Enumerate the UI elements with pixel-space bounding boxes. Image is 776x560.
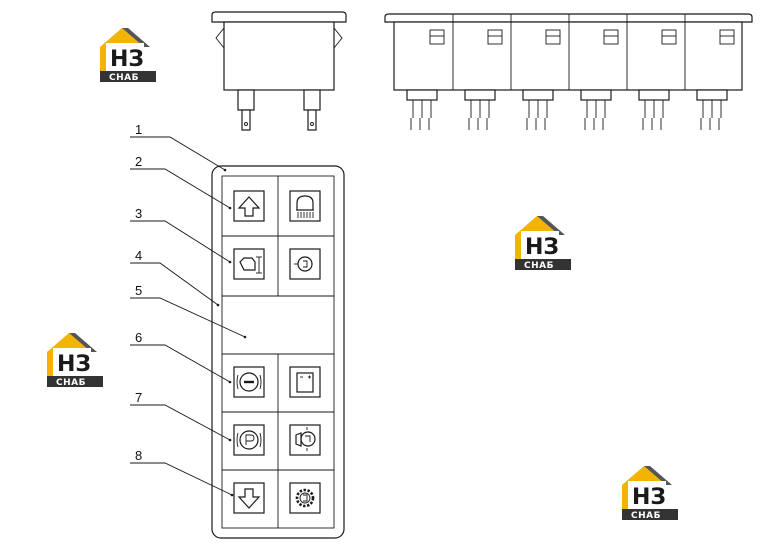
callout-7: 7 — [135, 390, 142, 405]
callout-4: 4 — [135, 248, 142, 263]
logo-middle-left: НЗ СНАБ — [47, 333, 103, 388]
switch-panel-front — [211, 165, 345, 539]
leader-dots — [216, 168, 247, 497]
logo-mark-text: НЗ — [110, 47, 144, 72]
switch-side-view — [211, 11, 347, 131]
callout-3: 3 — [135, 206, 142, 221]
callout-1: 1 — [135, 122, 142, 137]
arrow-down-icon — [233, 482, 265, 514]
gear-oil-icon — [289, 482, 321, 514]
headlight-icon — [289, 248, 321, 280]
callout-6: 6 — [135, 330, 142, 345]
logo-middle-right: НЗ СНАБ — [515, 216, 571, 271]
switch-row-side-view — [384, 13, 753, 130]
arrow-up-icon — [233, 190, 265, 222]
work-light-icon — [289, 190, 321, 222]
callout-5: 5 — [135, 283, 142, 298]
logo-mark-text: НЗ — [525, 235, 559, 260]
callout-2: 2 — [135, 154, 142, 169]
logo-mark-text: НЗ — [57, 352, 91, 377]
parking-brake-icon — [233, 424, 265, 456]
leader-lines — [130, 136, 246, 496]
logo-top-left: НЗ СНАБ — [100, 28, 156, 83]
logo-bottom-text: СНАБ — [631, 511, 661, 521]
logo-bottom-text: СНАБ — [524, 261, 554, 271]
fuel-filter-icon — [289, 424, 321, 456]
logo-bottom-text: СНАБ — [109, 73, 139, 83]
logo-bottom-right: НЗ СНАБ — [622, 466, 678, 521]
logo-mark-text: НЗ — [632, 485, 666, 510]
callout-8: 8 — [135, 448, 142, 463]
battery-icon — [289, 366, 321, 398]
brake-disc-icon — [233, 366, 265, 398]
logo-bottom-text: СНАБ — [56, 378, 86, 388]
engine-preheat-icon — [233, 248, 265, 280]
